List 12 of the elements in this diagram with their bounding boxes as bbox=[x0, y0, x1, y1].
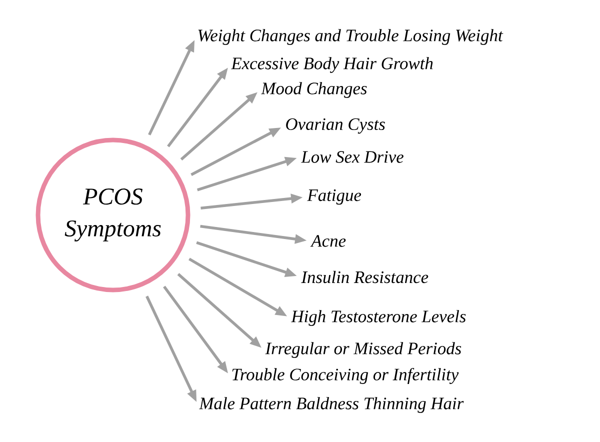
symptom-label: Male Pattern Baldness Thinning Hair bbox=[199, 397, 464, 413]
symptom-label: High Testosterone Levels bbox=[291, 310, 466, 326]
symptom-label: Fatigue bbox=[307, 189, 362, 205]
symptom-label: Trouble Conceiving or Infertility bbox=[232, 368, 459, 384]
symptom-label: Insulin Resistance bbox=[301, 270, 428, 284]
symptom-label: Ovarian Cysts bbox=[286, 118, 385, 134]
symptom-label: Weight Changes and Trouble Losing Weight bbox=[198, 29, 504, 45]
symptom-label: Excessive Body Hair Growth bbox=[231, 57, 433, 73]
symptom-label: Irregular or Missed Periods bbox=[265, 342, 462, 358]
symptom-label: Low Sex Drive bbox=[301, 151, 404, 163]
symptom-label: Acne bbox=[310, 235, 346, 247]
symptom-label: Mood Changes bbox=[261, 82, 367, 98]
